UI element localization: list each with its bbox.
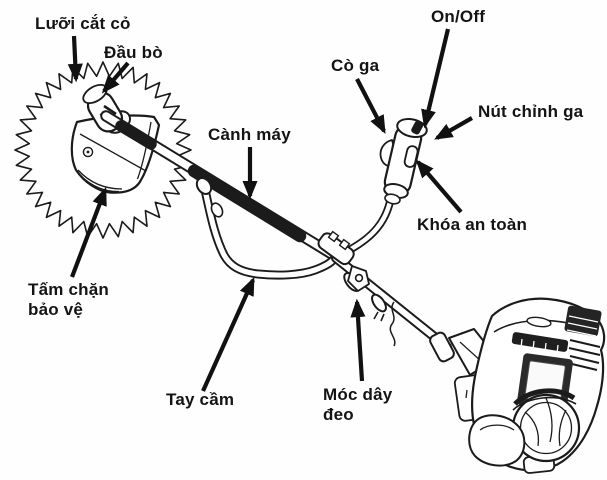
- label-head: Đầu bò: [104, 43, 163, 62]
- label-shaft: Cành máy: [208, 125, 291, 144]
- handle-illustration: [195, 177, 341, 280]
- grip-illustration: [379, 117, 428, 205]
- junction-clamp-illustration: [317, 230, 355, 266]
- arrow-head: [101, 61, 130, 94]
- label-strap-hook: Móc dây đeo: [323, 385, 393, 425]
- label-power-switch: On/Off: [431, 7, 486, 26]
- label-throttle-adjust: Nút chỉnh ga: [478, 102, 584, 121]
- arrow-throttle-trigger: [355, 78, 386, 134]
- label-safety-lock: Khóa an toàn: [417, 215, 528, 234]
- arrow-handle: [201, 276, 255, 392]
- arrow-blade: [67, 35, 83, 83]
- arrow-guard: [70, 186, 107, 278]
- arrow-strap-hook: [350, 298, 366, 382]
- arrow-throttle-adjust: [434, 116, 474, 140]
- label-throttle-trigger: Cò ga: [331, 56, 380, 75]
- shaft-ring-illustration: [371, 293, 387, 322]
- engine-illustration: [389, 297, 606, 474]
- label-guard: Tấm chặn bảo vệ: [28, 280, 109, 320]
- label-blade: Lưỡi cắt cỏ: [35, 14, 131, 33]
- arrow-power-switch: [421, 28, 451, 129]
- shaft-illustration: [100, 110, 346, 265]
- label-handle: Tay cầm: [166, 390, 235, 409]
- pointer-arrows: [67, 28, 474, 392]
- arrow-safety-lock: [415, 159, 463, 214]
- strap-hook-illustration: [343, 265, 370, 292]
